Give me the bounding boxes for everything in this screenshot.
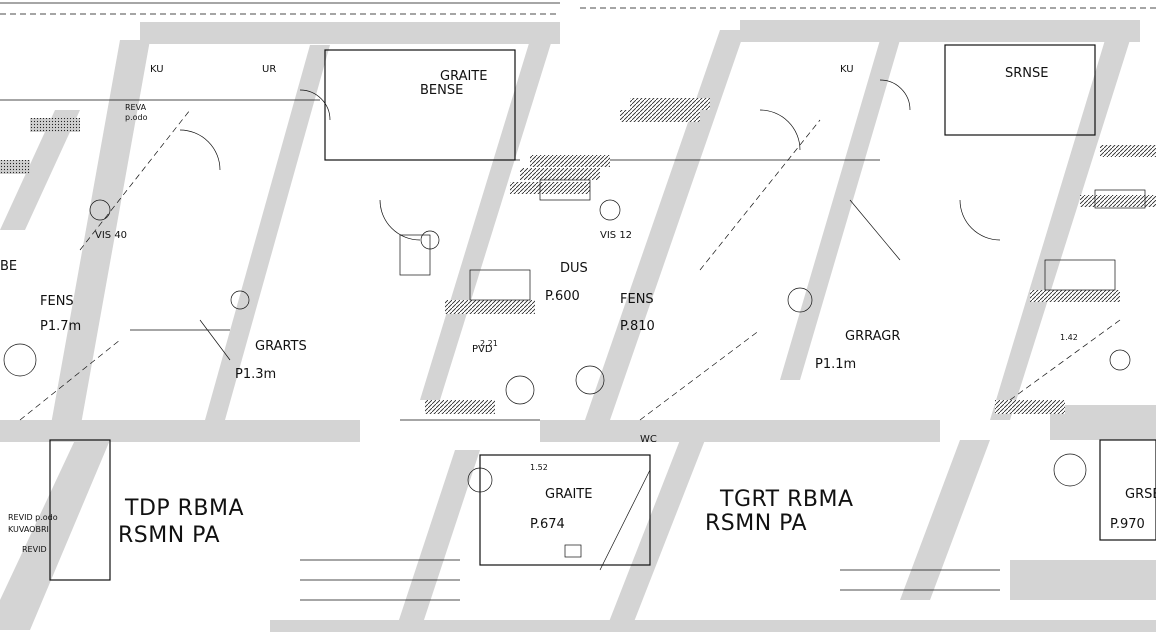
label-bc-ground-1: TGRT RBMA <box>719 487 854 512</box>
label-c-hallway: PVD <box>472 344 493 355</box>
label-c-room-area: P1.3m <box>235 367 276 382</box>
label-tl-bath-area: P1.7m <box>40 319 81 334</box>
label-wc: WC <box>640 434 657 445</box>
label-dim-1: 1.52 <box>530 463 548 472</box>
label-c-bath: DUS <box>560 261 588 276</box>
fixtures <box>3 79 1146 571</box>
label-dim-3: 1.42 <box>1060 333 1078 342</box>
label-tr-store: GRSE <box>1125 487 1156 502</box>
label-bl-ground-2: RSMN PA <box>118 523 220 548</box>
label-dim-2: 2.21 <box>480 339 498 348</box>
label-tr-bedroom-area: P1.1m <box>815 357 856 372</box>
label-tr-kitchen: KU <box>840 64 854 75</box>
label-tr-bedroom: GRRAGR <box>845 329 900 344</box>
label-tl-bed: BE <box>0 259 17 274</box>
labels: KU UR REVA p.odo BE VIS 40 FENS P1.7m GR… <box>0 64 1156 554</box>
label-tl-bath: FENS <box>40 294 74 309</box>
label-vis: VIS 40 <box>95 230 127 241</box>
label-tl-kitchen-a: KU <box>150 64 164 75</box>
partitions <box>0 44 1156 601</box>
label-tr-room: SRNSE <box>1005 66 1048 81</box>
stairs-hatched <box>0 98 1156 414</box>
label-c-bath2: FENS <box>620 292 654 307</box>
label-bc-ground-2: RSMN PA <box>705 511 807 536</box>
label-tl-kitchen-b: UR <box>262 64 276 75</box>
label-bl-ground-1: TDP RBMA <box>124 496 244 521</box>
label-bl-note-3: REVID <box>22 545 47 554</box>
label-c-bath-area: P.600 <box>545 289 580 304</box>
label-tr-store-area: P.970 <box>1110 517 1145 532</box>
label-vis-2: VIS 12 <box>600 230 632 241</box>
ceiling-lines <box>0 2 1156 15</box>
label-c-room: GRARTS <box>255 339 307 354</box>
label-tl-storage-top2: BENSE <box>420 83 463 98</box>
label-c-bath2-area: P.810 <box>620 319 655 334</box>
label-c-storage-area: P.674 <box>530 517 565 532</box>
label-c-storage: GRAITE <box>545 487 592 502</box>
label-bl-note-2: KUVAOBRI <box>8 525 49 534</box>
label-tl-revid: REVA <box>125 103 147 112</box>
label-tl-podod: p.odo <box>125 113 148 122</box>
label-tl-storage-top: GRAITE <box>440 69 487 84</box>
walls <box>0 20 1156 632</box>
label-bl-note-1: REVID p.odo <box>8 513 58 522</box>
